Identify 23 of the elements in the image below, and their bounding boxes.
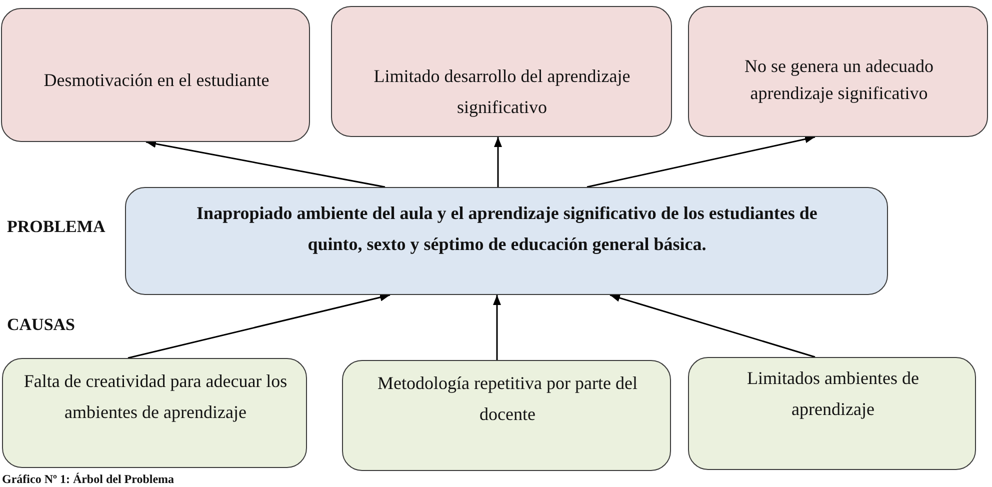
arrow	[146, 140, 386, 188]
box-text: Desmotivación en el estudiante	[42, 69, 270, 92]
row-label: PROBLEMA	[7, 217, 106, 237]
arrow	[128, 293, 390, 359]
figure-caption: Gráfico Nº 1: Árbol del Problema	[2, 472, 174, 487]
problem-box	[125, 187, 888, 295]
cause-box	[342, 360, 671, 471]
row-label: CAUSAS	[7, 315, 76, 335]
box-text: Metodología repetitiva por parte del docente	[376, 372, 638, 426]
effect-box	[1, 8, 310, 142]
effect-box	[688, 6, 988, 137]
box-text: Limitado desarrollo del aprendizaje significativo	[372, 65, 632, 119]
box-text: No se genera un adecuado aprendizaje significativo	[744, 55, 934, 105]
box-text: Falta de creatividad para adecuar los ambientes de aprendizaje	[22, 370, 288, 424]
cause-box	[2, 358, 307, 468]
box-text: Limitados ambientes de aprendizaje	[746, 367, 920, 421]
arrow	[494, 137, 502, 187]
effect-box	[331, 6, 672, 137]
arrow	[493, 295, 501, 360]
cause-box	[688, 357, 976, 470]
box-text: Inapropiado ambiente del aula y el aprendizaje significativo de los estudiantes de quinto, sexto y séptimo de educación general básica.	[196, 202, 818, 256]
arrow	[586, 135, 816, 188]
arrow	[610, 294, 816, 358]
